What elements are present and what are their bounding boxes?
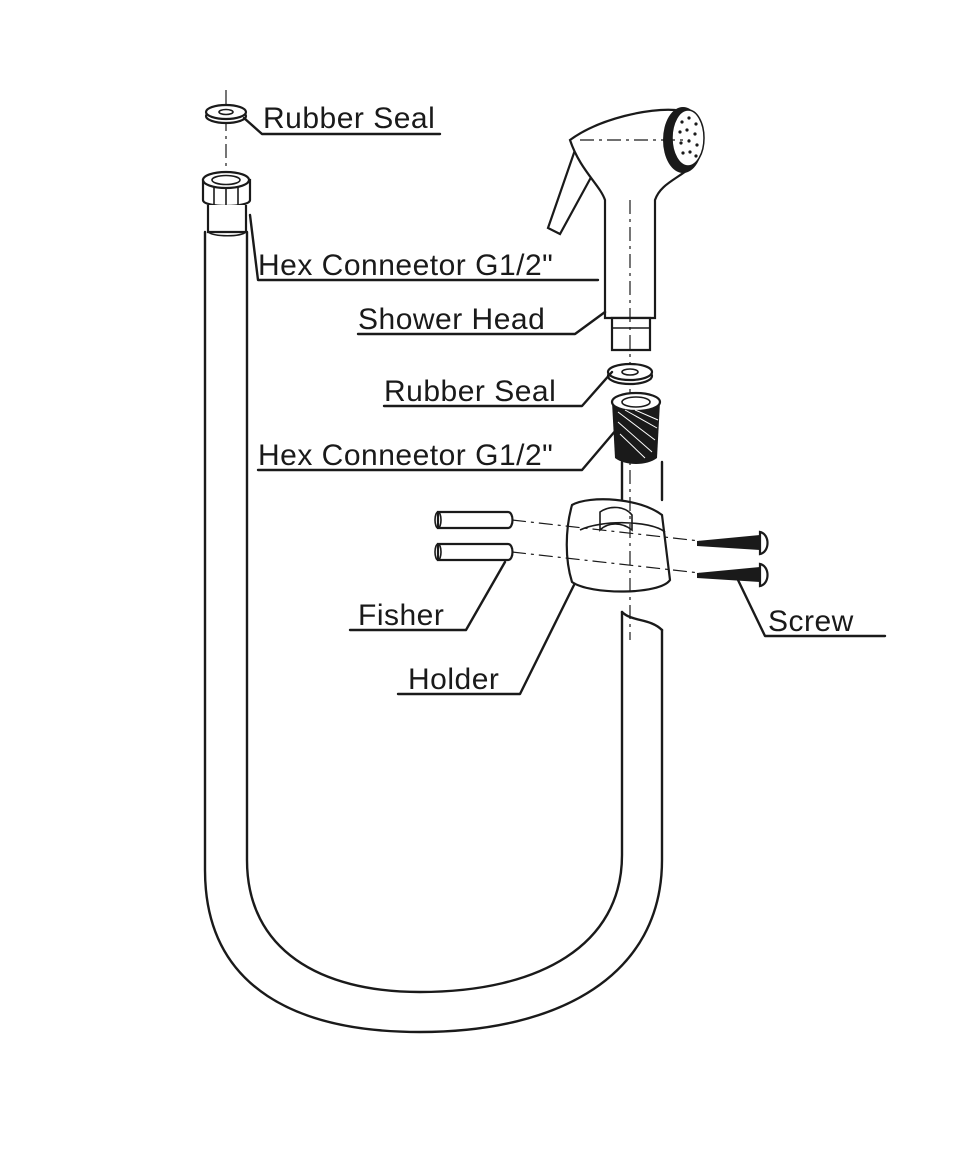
holder-part xyxy=(565,498,672,593)
label-rubber-seal-mid: Rubber Seal xyxy=(384,375,556,408)
shower-head-part xyxy=(546,107,705,470)
label-screw: Screw xyxy=(768,605,854,638)
hex-connector-top-part xyxy=(201,170,252,237)
leader-lines xyxy=(242,116,887,696)
screw-part xyxy=(697,530,769,588)
hex-connector-mid-part xyxy=(610,391,662,464)
rubber-seal-mid-part xyxy=(606,362,654,386)
label-holder: Holder xyxy=(408,663,499,696)
rubber-seal-top-part xyxy=(204,103,248,125)
label-fisher: Fisher xyxy=(358,599,444,632)
label-shower-head: Shower Head xyxy=(358,303,545,336)
label-hex-connector-mid: Hex Conneetor G1/2" xyxy=(258,439,553,472)
fisher-part xyxy=(434,510,514,562)
label-rubber-seal-top: Rubber Seal xyxy=(263,102,435,135)
label-hex-connector-top: Hex Conneetor G1/2" xyxy=(258,249,553,282)
